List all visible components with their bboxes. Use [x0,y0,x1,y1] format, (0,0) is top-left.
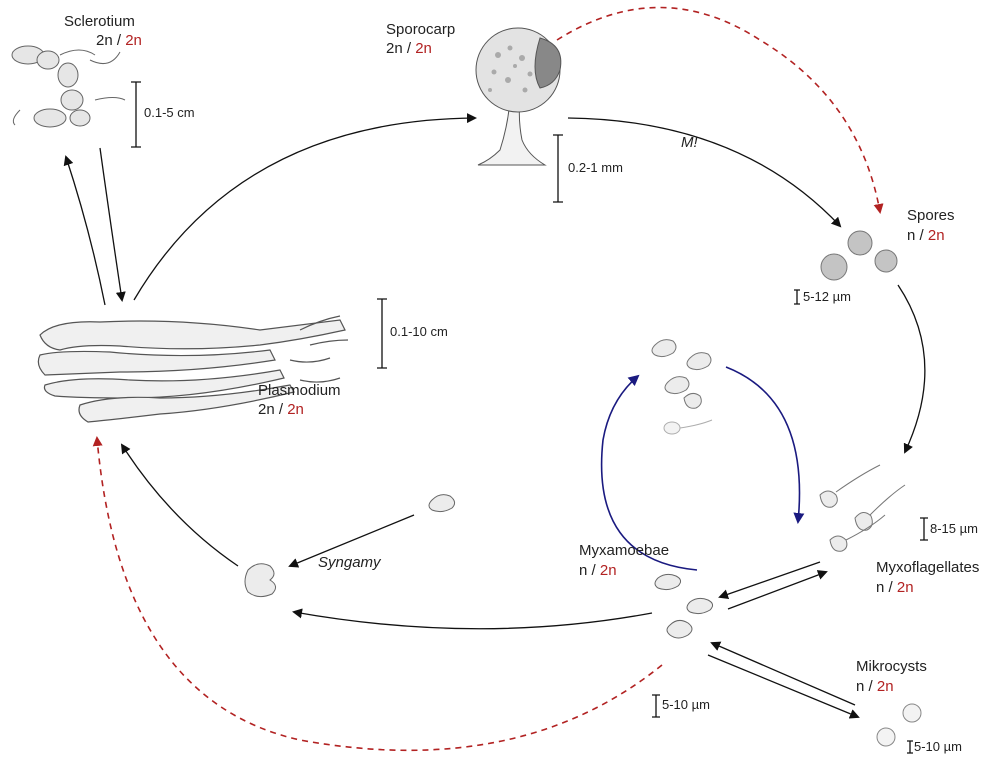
myxoflagellates-scale-label: 8-15 µm [930,521,978,536]
sporocarp-scale-label: 0.2-1 mm [568,160,623,175]
ploidy-value: 2n [258,401,275,418]
myxamoebae-drawing [655,574,713,638]
sporocarp-label: Sporocarp [386,20,455,39]
arrow-myxamoebae-to-plasmodium-alt [97,438,662,750]
ploidy-separator: / [915,227,928,244]
sclerotium-ploidy: 2n / 2n [96,31,142,50]
syngamy-label: Syngamy [318,553,381,572]
arrow-sclerotium-to-plasmodium [100,148,122,300]
ploidy-value: 2n [96,32,113,49]
ploidy-alternative: 2n [600,562,617,579]
scale-bar-sporocarp [553,135,563,202]
arrow-myxamoebae-to-syngamy [294,612,652,629]
sclerotium-drawing [12,46,125,127]
ploidy-alternative: 2n [897,579,914,596]
ploidy-separator: / [403,40,416,57]
scale-bars [131,82,928,753]
myxamoebae-label: Myxamoebae [579,541,669,560]
main-arrows [66,118,925,717]
arrow-mikrocysts-to-myxamoebae [712,643,855,705]
ploidy-alternative: 2n [415,40,432,57]
ploidy-value: 2n [386,40,403,57]
arrow-plasmodium-to-sclerotium [66,157,105,305]
sclerotium-scale-label: 0.1-5 cm [144,105,195,120]
meiosis-label: M! [681,133,698,152]
myxamoebae-scale-label: 5-10 µm [662,697,710,712]
mikrocysts-scale-label: 5-10 µm [914,739,962,754]
arrow-sporocarp-to-spores-alt [557,8,880,213]
scale-bar-sclerotium [131,82,141,147]
sporocarp-drawing [476,28,561,165]
mikrocysts-ploidy: n / 2n [856,677,894,696]
ploidy-separator: / [275,401,288,418]
spores-ploidy: n / 2n [907,226,945,245]
sporocarp-ploidy: 2n / 2n [386,39,432,58]
scale-bar-myxoflagellates [920,518,928,540]
spores-drawing [821,231,897,280]
myxamoebae-ploidy: n / 2n [579,561,617,580]
arrow-inner-cycle-down [726,367,800,522]
arrow-syngamy-to-plasmodium [122,445,238,566]
arrow-myxamoebae-to-mikrocysts [708,655,858,717]
scale-bar-myxamoebae [652,695,660,717]
myxoflagellates-drawing [820,465,905,551]
ploidy-separator: / [884,579,897,596]
scale-bar-mikrocysts [907,741,913,753]
ploidy-separator: / [587,562,600,579]
plasmodium-ploidy: 2n / 2n [258,400,304,419]
mikrocysts-label: Mikrocysts [856,657,927,676]
ploidy-alternative: 2n [877,678,894,695]
ploidy-alternative: 2n [928,227,945,244]
syngamy-cells-drawing [245,495,455,597]
spores-scale-label: 5-12 µm [803,289,851,304]
arrow-spores-to-myxoflagellates [898,285,925,452]
ploidy-separator: / [864,678,877,695]
scale-bar-plasmodium [377,299,387,368]
plasmodium-label: Plasmodium [258,381,341,400]
ploidy-alternative: 2n [125,32,142,49]
myxoflagellates-label: Myxoflagellates [876,558,979,577]
ploidy-alternative: 2n [287,401,304,418]
arrow-plasmodium-to-sporocarp [134,118,475,300]
ploidy-separator: / [113,32,126,49]
plasmodium-scale-label: 0.1-10 cm [390,324,448,339]
spores-label: Spores [907,206,955,225]
sclerotium-label: Sclerotium [64,12,135,31]
myxoflagellates-ploidy: n / 2n [876,578,914,597]
inner-cycle-cells-drawing [652,340,712,434]
scale-bar-spores [794,290,800,304]
